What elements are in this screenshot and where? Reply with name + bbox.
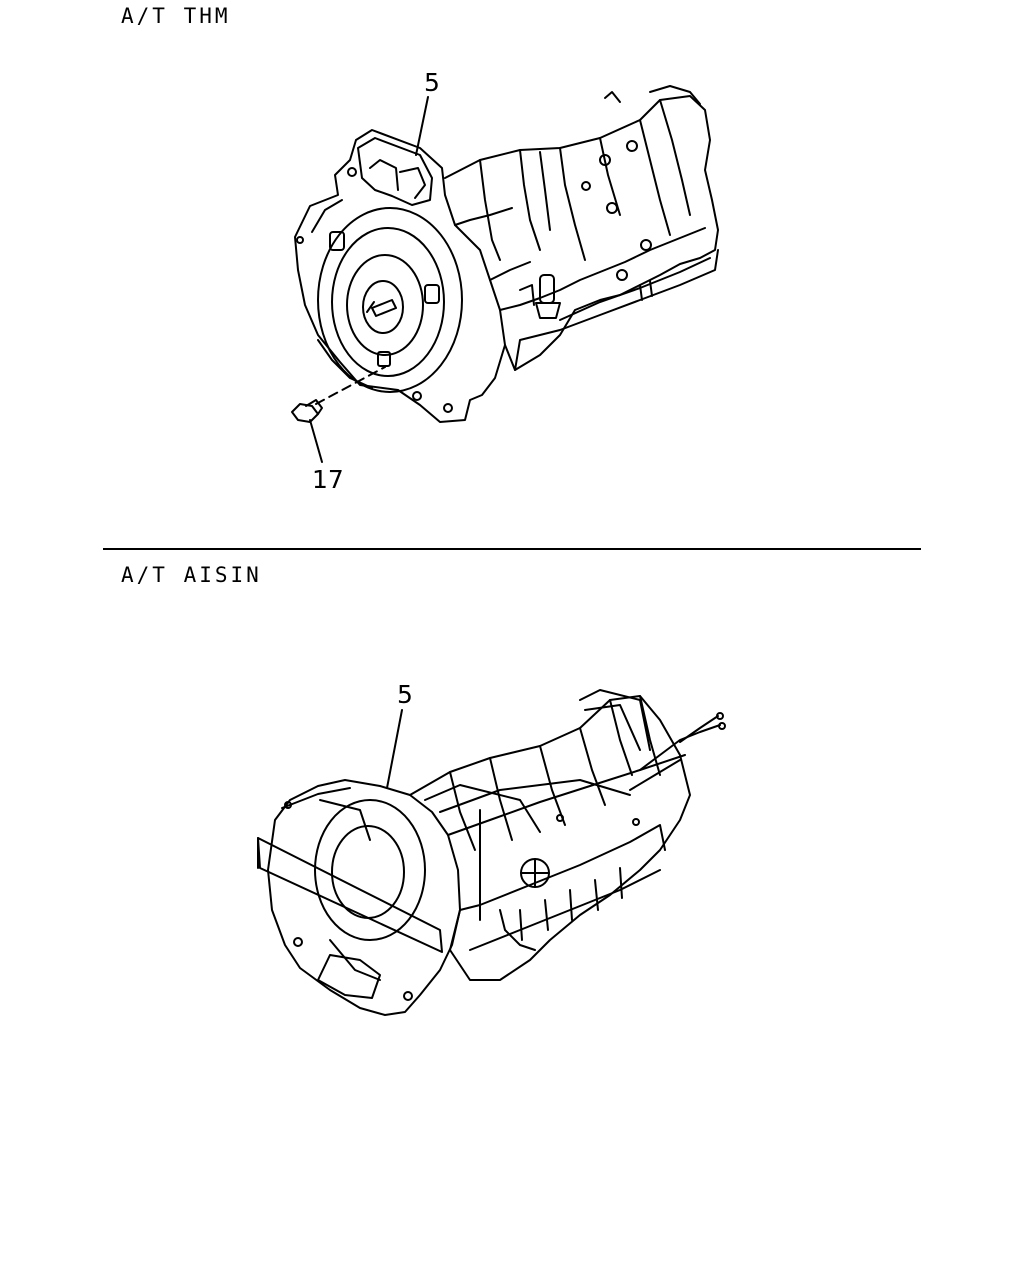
main-case-outline-aisin xyxy=(410,696,690,980)
callout-number-17-thm: 17 xyxy=(312,465,344,494)
bell-housing-outline-thm xyxy=(295,130,505,422)
callout-number-5-thm: 5 xyxy=(424,68,440,97)
main-case-outline-thm xyxy=(445,96,718,370)
leader-line-5-aisin xyxy=(387,710,402,788)
oil-pan-thm xyxy=(515,250,718,370)
leader-line-5-thm xyxy=(416,97,428,155)
front-plate-aisin xyxy=(258,838,442,952)
thm-transmission-drawing xyxy=(0,0,1024,548)
bell-housing-outline-aisin xyxy=(268,780,460,1015)
callout-number-5-aisin: 5 xyxy=(397,680,413,709)
bolt-17-thm xyxy=(292,400,322,422)
bolt-dash-line-thm xyxy=(316,367,385,404)
section-title-aisin: A/T AISIN xyxy=(121,563,262,587)
leader-line-17-thm xyxy=(310,420,322,462)
section-title-thm: A/T THM xyxy=(121,4,231,28)
torque-converter-thm xyxy=(318,208,462,392)
oil-pan-aisin xyxy=(460,825,665,910)
wiring-harness-aisin xyxy=(640,725,720,770)
section-divider xyxy=(103,548,921,550)
aisin-transmission-drawing xyxy=(0,550,1024,1280)
